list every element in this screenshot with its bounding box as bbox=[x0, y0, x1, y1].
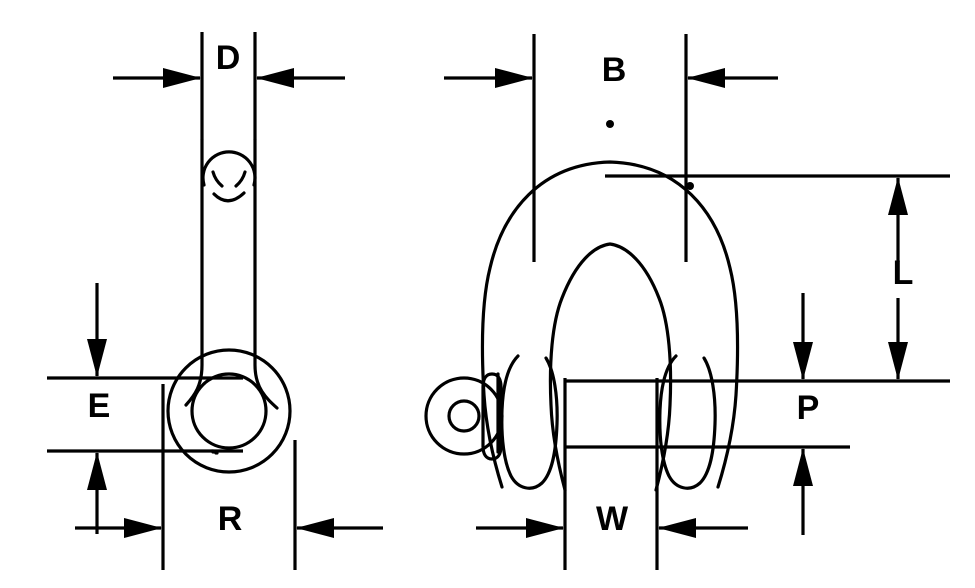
r-arrow-head-left bbox=[124, 518, 162, 538]
w-arrow-head-right bbox=[658, 518, 696, 538]
r-arrow-head-right bbox=[296, 518, 334, 538]
dimension-label-d: D bbox=[216, 39, 241, 77]
dimension-label-p: P bbox=[797, 389, 820, 427]
right-ear-outline bbox=[658, 354, 717, 490]
dimension-label-w: W bbox=[596, 500, 629, 538]
side-view-left-shank-edge bbox=[184, 138, 204, 407]
dimension-label-l: L bbox=[893, 254, 914, 292]
front-view-group: B L P W bbox=[424, 34, 950, 570]
side-view-pin-head-seat bbox=[212, 191, 246, 203]
e-arrow-head-upper bbox=[87, 339, 107, 377]
side-view-pin-head-dome bbox=[201, 150, 257, 187]
bow-outer-profile bbox=[480, 160, 740, 489]
b-arrow-head-right bbox=[687, 68, 725, 88]
d-arrow-head-left bbox=[163, 68, 201, 88]
dimension-label-r: R bbox=[218, 500, 243, 538]
b-arrow-head-left bbox=[495, 68, 533, 88]
dimension-label-b: B bbox=[602, 51, 627, 89]
l-arrow-head-upper bbox=[888, 177, 908, 215]
w-arrow-head-left bbox=[526, 518, 564, 538]
side-view-eye-outer-circle bbox=[166, 348, 292, 474]
pin-head-bore-circle bbox=[447, 399, 481, 433]
dimension-label-e: E bbox=[88, 387, 111, 425]
bow-inner-profile bbox=[548, 242, 673, 492]
bow-inner-radius-dot bbox=[686, 182, 694, 190]
side-view-pin-head-seat-arc-right bbox=[234, 170, 247, 188]
bow-top-center-dot bbox=[606, 120, 614, 128]
e-arrow-head-lower bbox=[87, 452, 107, 490]
l-arrow-head-lower bbox=[888, 342, 908, 380]
p-arrow-head-upper bbox=[793, 342, 813, 380]
side-view-group: D E R bbox=[47, 32, 383, 570]
p-arrow-head-lower bbox=[793, 448, 813, 486]
pin-head-outer-circle bbox=[424, 376, 504, 456]
d-arrow-head-right bbox=[256, 68, 294, 88]
side-view-pin-head-seat-arc bbox=[211, 170, 224, 188]
side-view-eye-bore-circle bbox=[190, 372, 268, 450]
